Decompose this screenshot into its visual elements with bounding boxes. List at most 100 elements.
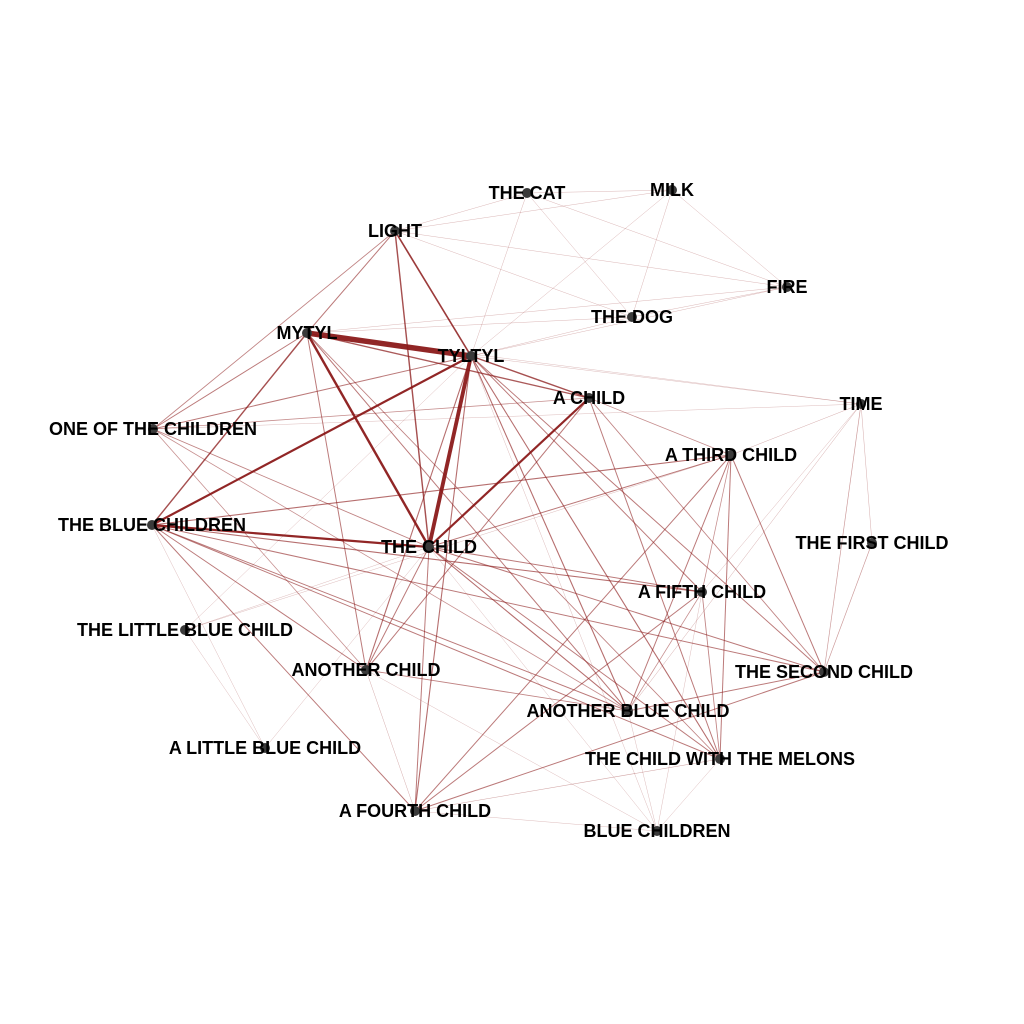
edge-light-one-of-the-children [152, 230, 396, 430]
edge-the-second-child-time [823, 403, 862, 673]
node-label-another-child: ANOTHER CHILD [292, 660, 441, 680]
edge-a-fifth-child-the-child-with-the-melons [701, 591, 721, 760]
edge-a-little-blue-child-the-child [264, 546, 430, 749]
edge-light-mytyl [306, 230, 396, 334]
edge-one-of-the-children-another-blue-child [152, 428, 629, 712]
node-label-the-second-child: THE SECOND CHILD [735, 662, 913, 682]
edge-tyltyl-the-blue-children [151, 355, 472, 526]
node-one-of-the-children [148, 424, 158, 434]
edge-the-child-another-child [365, 546, 430, 671]
edge-the-cat-milk [526, 189, 673, 194]
edge-a-fifth-child-a-fourth-child [414, 591, 703, 812]
node-label-light: LIGHT [368, 221, 422, 241]
edge-tyltyl-a-child [470, 355, 590, 399]
node-label-a-fourth-child: A FOURTH CHILD [339, 801, 491, 821]
edge-a-fourth-child-the-child-with-the-melons [414, 758, 721, 812]
node-blue-children [652, 826, 662, 836]
edge-a-fifth-child-time [701, 403, 862, 593]
edge-the-first-child-time [860, 403, 873, 544]
node-label-milk: MILK [650, 180, 694, 200]
edge-the-little-blue-child-a-little-blue-child [184, 629, 266, 749]
edge-a-child-the-second-child [588, 397, 825, 673]
edge-the-cat-the-dog [526, 192, 633, 318]
edge-tyltyl-another-blue-child [470, 355, 629, 712]
node-mytyl [302, 328, 312, 338]
node-label-a-fifth-child: A FIFTH CHILD [638, 582, 766, 602]
node-label-blue-children: BLUE CHILDREN [584, 821, 731, 841]
edge-the-blue-children-a-third-child [151, 454, 732, 526]
edge-blue-children-the-child [428, 546, 658, 832]
edge-mytyl-tyltyl [306, 330, 472, 359]
node-light [390, 226, 400, 236]
edge-the-child-another-blue-child [428, 546, 629, 712]
edge-milk-fire [671, 189, 788, 288]
edge-another-blue-child-another-child [365, 669, 629, 712]
edge-the-blue-children-the-second-child [151, 524, 825, 673]
edge-a-child-the-child [428, 397, 590, 548]
node-label-the-child-with-the-melons: THE CHILD WITH THE MELONS [585, 749, 855, 769]
node-a-little-blue-child [260, 743, 270, 753]
edge-mytyl-another-child [306, 332, 367, 671]
edge-one-of-the-children-a-child [152, 397, 590, 430]
edge-light-the-cat [394, 192, 528, 232]
edge-tyltyl-time [470, 355, 862, 405]
node-label-a-child: A CHILD [553, 388, 625, 408]
edge-light-milk [394, 189, 673, 232]
edge-tyltyl-the-child [427, 355, 473, 548]
edge-the-child-the-second-child [428, 546, 825, 673]
edge-a-third-child-another-blue-child [627, 454, 732, 712]
edge-mytyl-time [306, 332, 862, 405]
node-a-fifth-child [697, 587, 707, 597]
node-the-blue-children [147, 520, 157, 530]
edge-mytyl-one-of-the-children [152, 332, 308, 430]
edge-tyltyl-a-fifth-child [470, 355, 703, 593]
edge-tyltyl-the-child-with-the-melons [470, 355, 721, 760]
edge-light-fire [394, 230, 788, 288]
edge-the-little-blue-child-the-child [184, 546, 430, 631]
edge-one-of-the-children-time [152, 403, 862, 430]
node-label-mytyl: MYTYL [277, 323, 338, 343]
edge-the-blue-children-the-child [151, 523, 430, 549]
nodes-layer [147, 185, 877, 836]
edge-mytyl-another-blue-child [306, 332, 629, 712]
edge-a-child-the-child-with-the-melons [588, 397, 721, 760]
edge-milk-the-dog [631, 189, 673, 318]
node-time [856, 399, 866, 409]
edge-another-blue-child-time [627, 403, 862, 712]
node-milk [667, 185, 677, 195]
edge-the-dog-tyltyl [470, 316, 633, 357]
node-tyltyl [466, 351, 476, 361]
edge-fire-mytyl [306, 286, 788, 334]
edge-one-of-the-children-the-child [152, 428, 430, 548]
node-the-second-child [819, 667, 829, 677]
edge-a-fifth-child-another-blue-child [627, 591, 703, 712]
edge-blue-children-another-child [365, 669, 658, 832]
edge-the-little-blue-child-a-third-child [184, 454, 732, 631]
node-a-fourth-child [410, 806, 420, 816]
node-label-the-first-child: THE FIRST CHILD [796, 533, 949, 553]
node-label-time: TIME [840, 394, 883, 414]
edge-another-blue-child-the-second-child [627, 671, 825, 712]
edge-a-fourth-child-the-second-child [414, 671, 825, 812]
node-label-a-little-blue-child: A LITTLE BLUE CHILD [169, 738, 361, 758]
node-label-the-dog: THE DOG [591, 307, 673, 327]
edge-the-little-blue-child-tyltyl [184, 355, 472, 631]
edge-a-third-child-a-fourth-child [414, 454, 732, 812]
edge-light-the-dog [394, 230, 633, 318]
edge-mytyl-a-child [306, 332, 590, 399]
edge-the-blue-children-another-blue-child [151, 524, 629, 712]
node-label-another-blue-child: ANOTHER BLUE CHILD [527, 701, 730, 721]
edge-a-fourth-child-blue-children [414, 810, 658, 832]
node-a-child [584, 393, 594, 403]
node-label-the-little-blue-child: THE LITTLE BLUE CHILD [77, 620, 293, 640]
node-label-the-blue-children: THE BLUE CHILDREN [58, 515, 246, 535]
edge-fire-tyltyl [470, 286, 788, 357]
node-the-dog [627, 312, 637, 322]
edge-the-blue-children-another-child [151, 524, 367, 671]
edge-milk-tyltyl [470, 189, 673, 357]
edge-mytyl-the-blue-children [151, 332, 308, 526]
edge-blue-children-a-fifth-child [656, 591, 703, 832]
node-label-a-third-child: A THIRD CHILD [665, 445, 797, 465]
edge-light-the-child [394, 230, 430, 548]
